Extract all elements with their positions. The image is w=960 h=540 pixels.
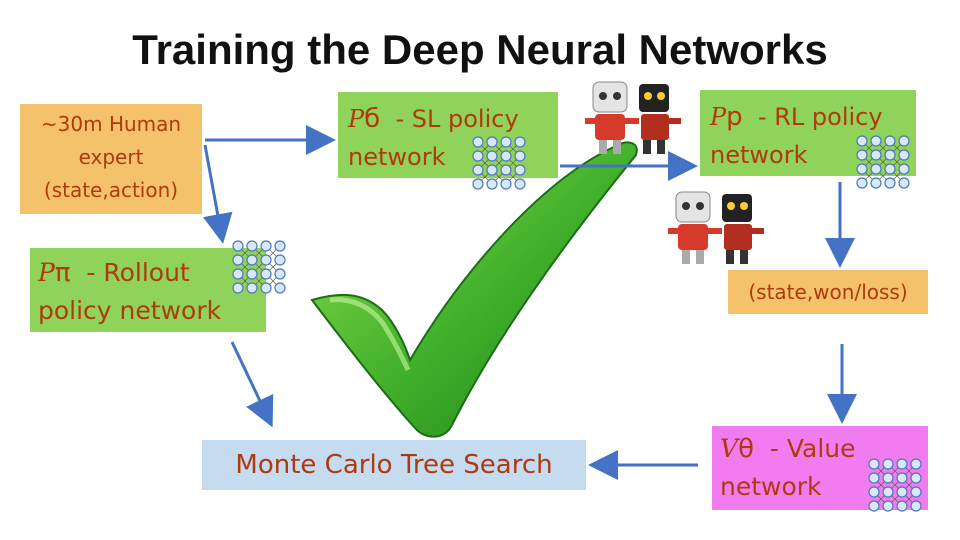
rollout-line2: policy network — [38, 296, 222, 325]
sl-policy-box: Pб - SL policy network — [338, 92, 558, 178]
rl-subscript: p — [726, 102, 743, 132]
rl-policy-box: Pp - RL policy network — [700, 90, 916, 176]
rollout-policy-box: Pπ - Rollout policy network — [30, 248, 266, 332]
neural-network-icon — [856, 135, 910, 189]
human-expert-line3: (state,action) — [43, 178, 179, 202]
rollout-subscript: π — [54, 258, 71, 288]
sl-line2: network — [348, 143, 446, 171]
mcts-box: Monte Carlo Tree Search — [202, 440, 586, 490]
state-won-loss-box: (state,won/loss) — [728, 270, 928, 314]
mcts-label: Monte Carlo Tree Search — [235, 450, 553, 480]
value-symbol: V — [720, 434, 739, 463]
sl-subscript: б — [364, 104, 381, 134]
arrow-human-to-rollout — [202, 144, 233, 244]
rl-line2: network — [710, 141, 808, 169]
rl-label: - RL policy — [757, 103, 883, 131]
slide-title: Training the Deep Neural Networks — [132, 26, 828, 73]
arrow-rollout-to-mcts — [230, 341, 274, 428]
rl-symbol: P — [710, 103, 727, 131]
neural-network-icon — [232, 240, 286, 294]
rollout-label: - Rollout — [86, 258, 190, 287]
human-expert-line1: ~30m Human — [40, 112, 182, 136]
robots-icon — [668, 191, 764, 264]
rollout-symbol: P — [38, 258, 55, 287]
neural-network-icon — [868, 458, 922, 512]
sl-symbol: P — [348, 105, 365, 133]
human-expert-box: ~30m Human expert (state,action) — [20, 104, 202, 214]
value-subscript: θ — [738, 434, 754, 464]
value-label: - Value — [769, 434, 856, 463]
state-won-loss-label: (state,won/loss) — [748, 280, 908, 304]
neural-network-icon — [472, 136, 526, 190]
human-expert-line2: expert — [78, 145, 144, 169]
robots-icon — [585, 81, 681, 154]
sl-label: - SL policy — [395, 105, 519, 133]
value-line2: network — [720, 472, 822, 501]
